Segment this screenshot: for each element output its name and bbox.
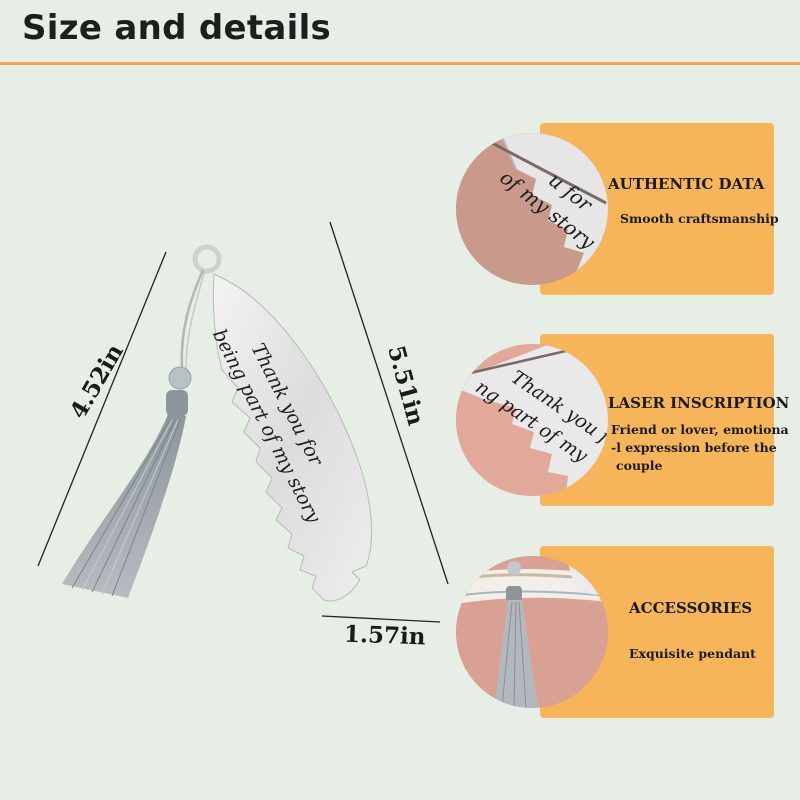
- detail-photo-inscription: Thank you for ng part of my: [456, 344, 608, 496]
- page-title: Size and details: [22, 8, 332, 48]
- bookmark-tassel: [62, 390, 188, 598]
- feature-desc-laser-line2: -l expression before the: [611, 440, 777, 455]
- feature-title-authentic: AUTHENTIC DATA: [608, 175, 765, 193]
- bookmark-feather: Thank you for being part of my story: [208, 273, 373, 602]
- detail-photo-engraving: u for of my story: [456, 133, 608, 285]
- feature-desc-laser-line3: couple: [616, 458, 663, 473]
- detail-photo-tassel: [456, 556, 608, 708]
- dimension-depth-label: 1.57in: [343, 620, 426, 651]
- feature-desc-accessories: Exquisite pendant: [629, 646, 756, 661]
- feature-title-laser: LASER INSCRIPTION: [608, 394, 790, 412]
- dimension-line-width: [37, 251, 167, 567]
- header-divider: [0, 62, 800, 65]
- dimension-line-depth: [321, 615, 441, 623]
- feature-title-accessories: ACCESSORIES: [629, 599, 753, 617]
- header: Size and details: [0, 0, 800, 65]
- feature-desc-laser-line1: Friend or lover, emotiona: [611, 422, 789, 437]
- bookmark-ring: [192, 244, 222, 274]
- bookmark-bead: [168, 366, 192, 390]
- dimension-line-height: [329, 221, 449, 585]
- feature-desc-authentic: Smooth craftsmanship: [620, 211, 779, 226]
- bookmark-chain: [180, 269, 205, 369]
